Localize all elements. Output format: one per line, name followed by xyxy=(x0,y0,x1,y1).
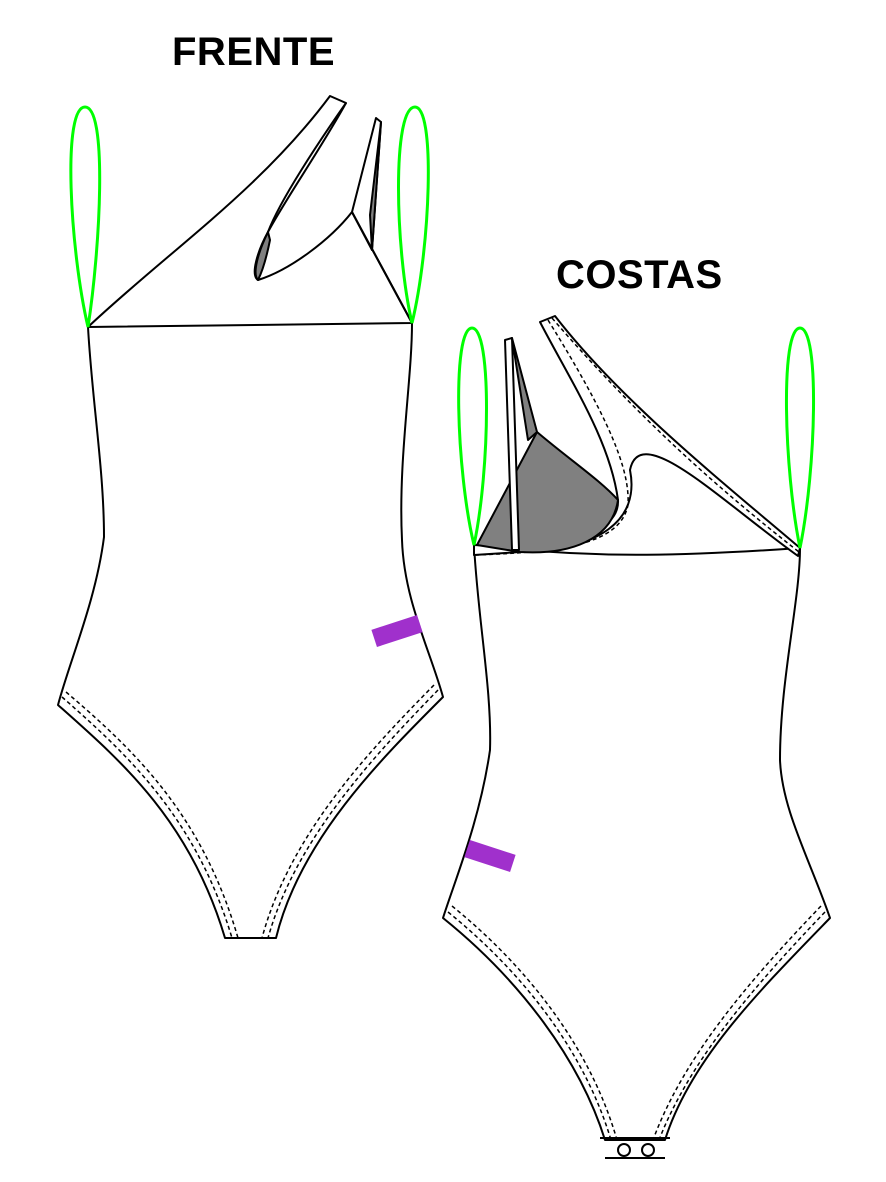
snap-button-icon xyxy=(617,1143,631,1157)
front-loop-right-icon xyxy=(397,105,430,324)
front-leg-stitch-right xyxy=(267,689,439,939)
front-body xyxy=(57,211,444,939)
back-strap-band xyxy=(473,315,801,557)
front-thin-strap-lining xyxy=(369,121,382,251)
back-leg-stitch-right xyxy=(658,911,826,1141)
back-loop-left-icon xyxy=(457,326,488,546)
back-body xyxy=(442,544,831,1141)
back-label: COSTAS xyxy=(556,253,723,297)
back-cup-lining xyxy=(476,431,619,554)
back-tag xyxy=(464,840,516,872)
front-cutout-lining xyxy=(254,231,271,281)
snap-button-icon xyxy=(641,1143,655,1157)
back-view xyxy=(442,315,831,1159)
back-thin-strap-lining xyxy=(511,337,538,441)
front-leg-stitch-left xyxy=(61,696,233,939)
front-view xyxy=(57,95,444,939)
back-thin-strap xyxy=(504,337,520,551)
front-tag xyxy=(371,615,423,647)
back-leg-stitch-left xyxy=(447,911,612,1141)
front-label: FRENTE xyxy=(172,30,335,74)
front-loop-left-icon xyxy=(69,105,102,328)
back-loop-right-icon xyxy=(785,326,815,549)
